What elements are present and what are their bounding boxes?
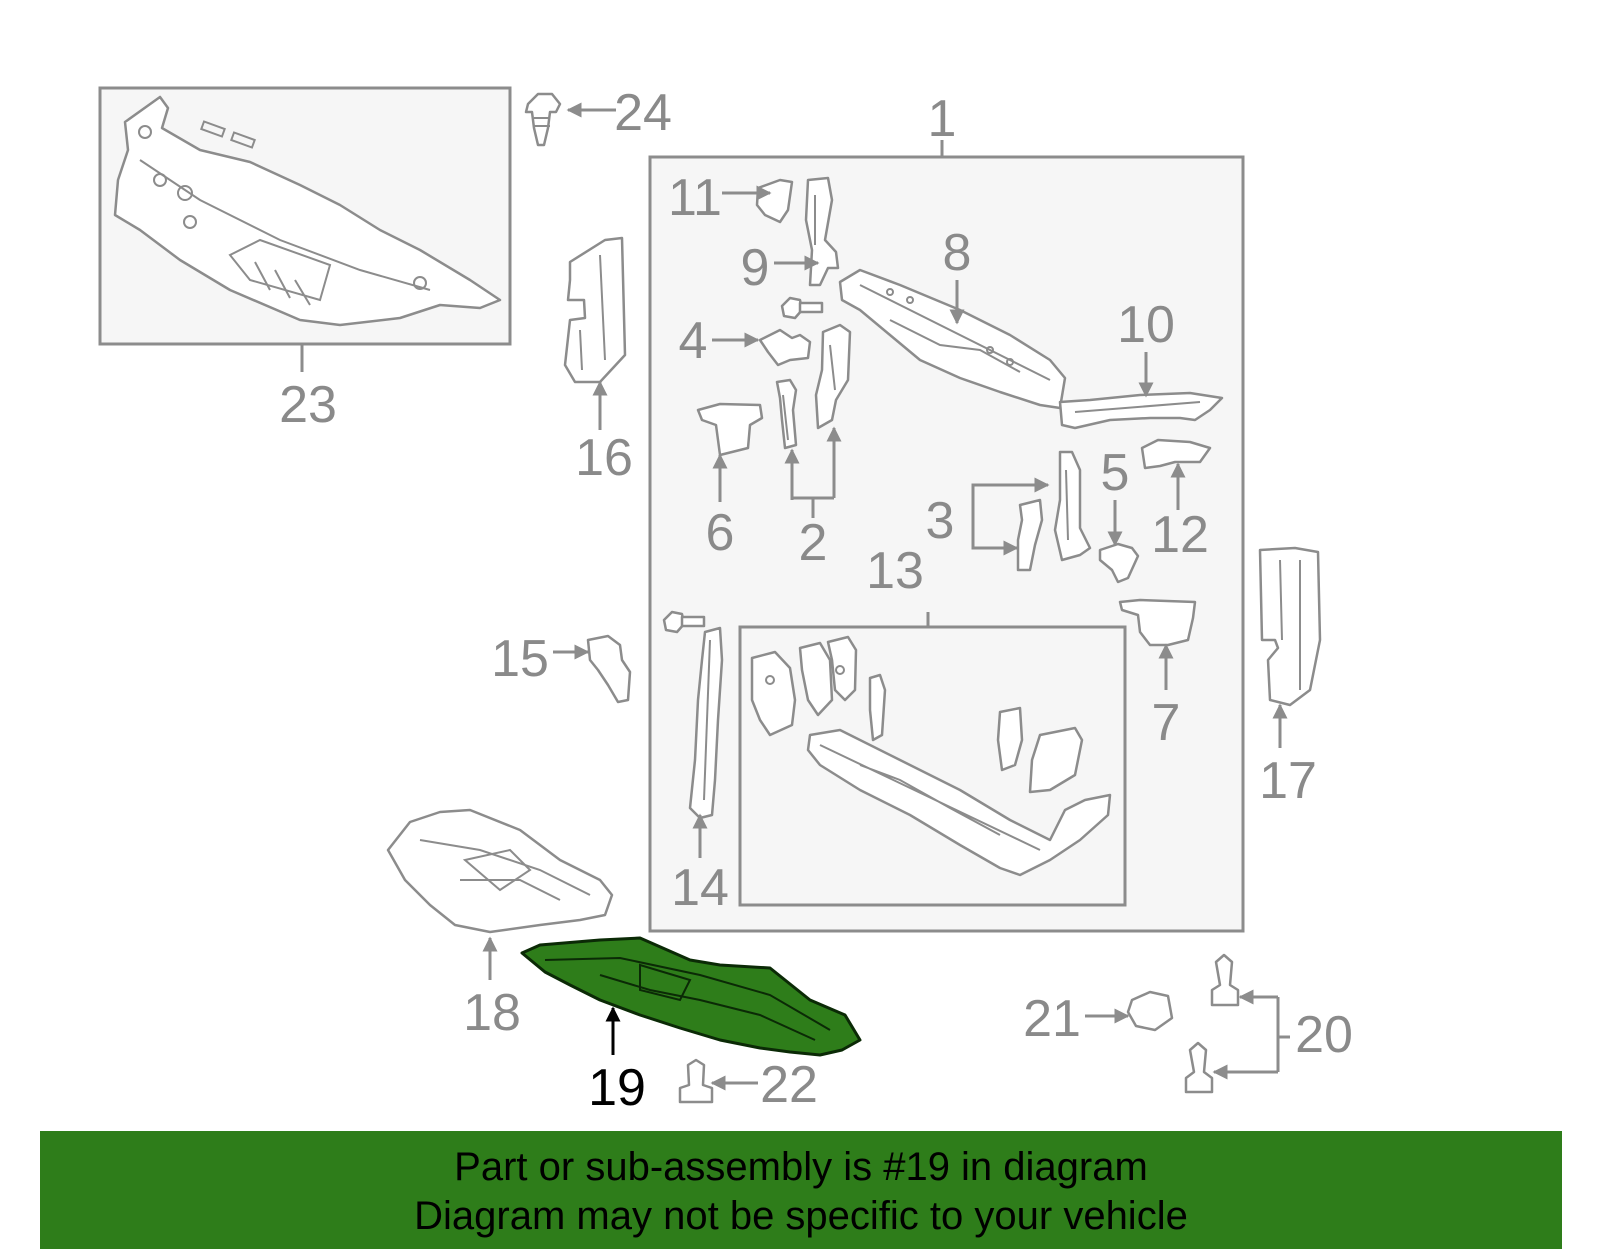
callout-19: 19	[588, 1059, 646, 1117]
callout-23: 23	[279, 376, 337, 434]
callout-12: 12	[1151, 506, 1209, 564]
banner-line-2: Diagram may not be specific to your vehi…	[414, 1194, 1188, 1238]
callout-1: 1	[928, 90, 957, 148]
part-19-engine-under-cover[interactable]	[520, 936, 862, 1057]
callout-22: 22	[760, 1056, 818, 1114]
part-6-bracket[interactable]	[696, 402, 764, 457]
callout-4: 4	[679, 312, 708, 370]
part-12-bracket[interactable]	[1140, 438, 1212, 470]
callout-14: 14	[671, 859, 729, 917]
callout-9: 9	[741, 239, 770, 297]
part-5-bracket[interactable]	[1098, 542, 1140, 584]
part-23-radiator-cover[interactable]	[113, 95, 502, 327]
callout-7: 7	[1152, 694, 1181, 752]
callout-21: 21	[1023, 990, 1081, 1048]
callout-10: 10	[1117, 296, 1175, 354]
part-16-seal[interactable]	[563, 236, 627, 384]
part-18-under-cover[interactable]	[386, 808, 614, 934]
callout-17: 17	[1259, 752, 1317, 810]
leader-lines	[300, 102, 1290, 1091]
bolt-part-4[interactable]	[780, 296, 824, 320]
callout-2: 2	[799, 514, 828, 572]
callout-13: 13	[866, 542, 924, 600]
part-24-clip[interactable]	[524, 92, 562, 147]
part-8-upper-support[interactable]	[838, 268, 1067, 410]
callout-3: 3	[926, 492, 955, 550]
callout-6: 6	[706, 504, 735, 562]
callout-15: 15	[491, 630, 549, 688]
part-3-brackets[interactable]	[1016, 450, 1092, 572]
callout-11: 11	[668, 169, 722, 227]
callout-8: 8	[943, 224, 972, 282]
callout-18: 18	[463, 984, 521, 1042]
banner-line-1: Part or sub-assembly is #19 in diagram	[454, 1145, 1148, 1189]
part-17-seal[interactable]	[1258, 546, 1322, 707]
part-15-bracket[interactable]	[586, 634, 632, 704]
part-2-brackets[interactable]	[775, 323, 852, 450]
callout-24: 24	[614, 84, 672, 142]
part-4-bracket[interactable]	[758, 328, 812, 367]
callout-20: 20	[1295, 1006, 1353, 1064]
callout-5: 5	[1101, 444, 1130, 502]
callout-labels: 1 2 3 4 5 6 7 8 9 10 11 12 13 14 15 16 1…	[279, 84, 1353, 1117]
part-13-sub-assembly[interactable]	[750, 635, 1112, 877]
info-banner: Part or sub-assembly is #19 in diagram D…	[40, 1131, 1562, 1249]
parts-diagram: 1 2 3 4 5 6 7 8 9 10 11 12 13 14 15 16 1…	[98, 84, 1353, 1117]
callout-16: 16	[575, 429, 633, 487]
bolt-part-14[interactable]	[662, 610, 706, 634]
part-21-clip[interactable]	[1126, 990, 1174, 1032]
part-20-bolts[interactable]	[1184, 953, 1240, 1094]
part-22-bolt[interactable]	[678, 1058, 714, 1104]
